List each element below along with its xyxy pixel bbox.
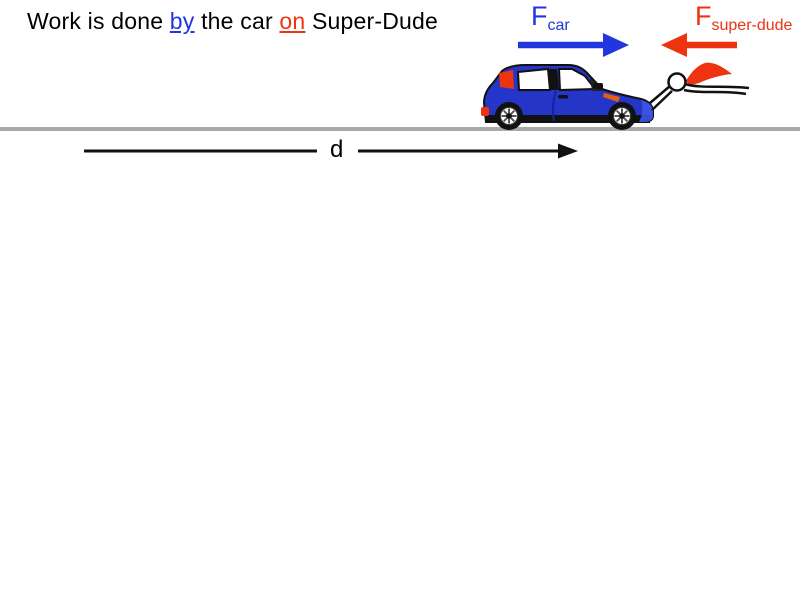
title-part-2: the car [194,8,280,34]
f-car-arrow [518,33,629,57]
distance-label: d [330,136,344,163]
ground-line [0,127,800,131]
f-car-symbol: F [531,1,548,31]
super-dude-arm-upper [649,85,671,104]
car-sill [486,115,650,123]
title-part-1: Work is done [27,8,170,34]
f-super-dude-subscript: super-dude [711,17,793,34]
f-car-label: Fcar [531,1,570,35]
title-part-3: Super-Dude [305,8,438,34]
car-mirror [593,83,603,89]
f-super-dude-symbol: F [695,1,712,31]
car-rear-accent [499,70,514,89]
super-dude-body-line-2 [683,88,747,96]
car-front-window [557,68,597,92]
f-car-subscript: car [547,17,570,34]
distance-arrow-head [558,143,578,159]
super-dude-body-line-1 [684,82,750,90]
car-door-line [551,90,557,122]
car-illustration [481,64,654,130]
slide-title: Work is done by the car on Super-Dude [27,8,438,35]
car-front-wheel [608,102,636,130]
title-word-by: by [169,8,195,34]
car-b-pillar [548,69,559,90]
f-super-dude-arrow-head [661,33,687,57]
distance-arrow [84,143,578,159]
f-super-dude-arrow [661,33,737,57]
car-rear-window [516,67,552,91]
f-super-dude-label: Fsuper-dude [695,1,792,35]
super-dude-arm-lower [651,90,673,111]
car-door-handle [558,95,568,99]
car-headlight [603,93,620,102]
super-dude-cape [686,62,732,85]
super-dude-figure [649,62,750,111]
car-front-bumper [639,100,653,122]
super-dude-head [667,72,687,92]
car-taillight [481,107,489,116]
title-word-on: on [279,8,306,34]
car-rear-wheel [495,102,523,130]
f-car-arrow-head [603,33,629,57]
